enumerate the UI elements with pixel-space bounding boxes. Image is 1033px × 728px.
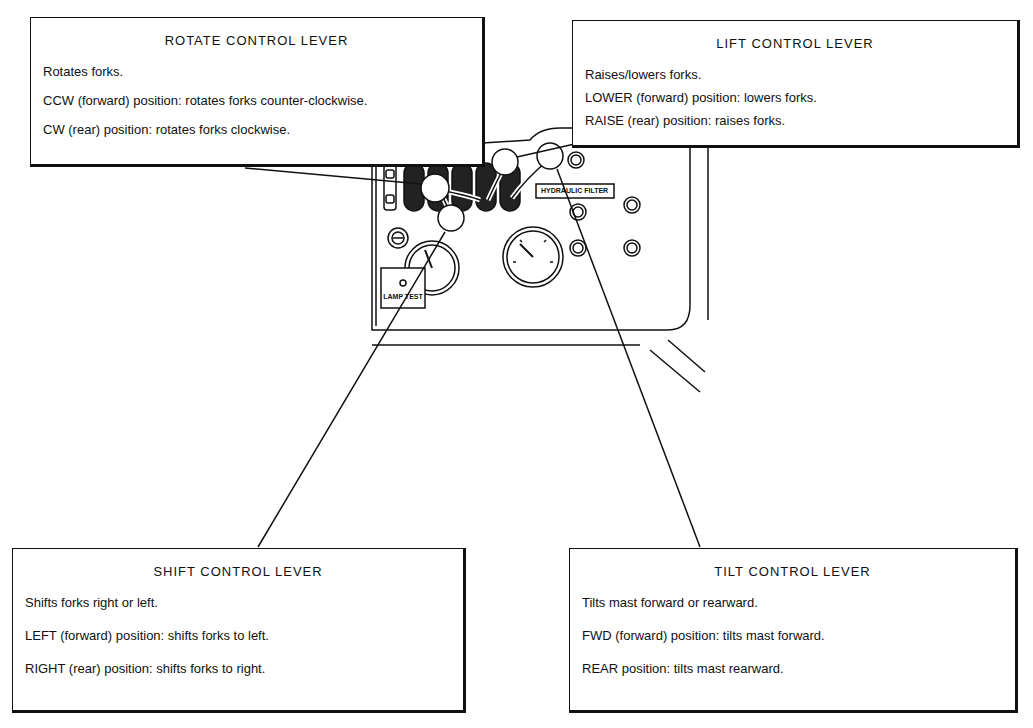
- callout-text: Rotates forks.: [43, 63, 470, 80]
- callout-text: LEFT (forward) position: shifts forks to…: [25, 627, 451, 644]
- callout-text: LOWER (forward) position: lowers forks.: [585, 89, 1005, 106]
- callout-heading: SHIFT CONTROL LEVER: [25, 563, 451, 580]
- panel-label: HYDRAULIC FILTER: [541, 187, 608, 195]
- callout-text: RIGHT (rear) position: shifts forks to r…: [25, 660, 451, 677]
- panel-label: LAMP TEST: [383, 293, 423, 301]
- callout-text: REAR position: tilts mast rearward.: [582, 660, 1003, 677]
- callout-text: Tilts mast forward or rearward.: [582, 594, 1003, 611]
- callout-text: Shifts forks right or left.: [25, 594, 451, 611]
- callout-text: CCW (forward) position: rotates forks co…: [43, 92, 470, 109]
- callout-text: RAISE (rear) position: raises forks.: [585, 112, 1005, 129]
- callout-text: CW (rear) position: rotates forks clockw…: [43, 121, 470, 138]
- callout-text: FWD (forward) position: tilts mast forwa…: [582, 627, 1003, 644]
- callout-heading: LIFT CONTROL LEVER: [585, 35, 1005, 52]
- callout-text: Raises/lowers forks.: [585, 66, 1005, 83]
- callout-box: ROTATE CONTROL LEVER Rotates forks. CCW (f…: [30, 17, 485, 167]
- callout-box: LIFT CONTROL LEVER Raises/lowers forks. LO…: [572, 20, 1020, 148]
- callout-heading: TILT CONTROL LEVER: [582, 563, 1003, 580]
- callout-heading: ROTATE CONTROL LEVER: [43, 32, 470, 49]
- callout-box: TILT CONTROL LEVER Tilts mast forward or …: [569, 548, 1018, 713]
- callout-box: SHIFT CONTROL LEVER Shifts forks right or…: [12, 548, 466, 713]
